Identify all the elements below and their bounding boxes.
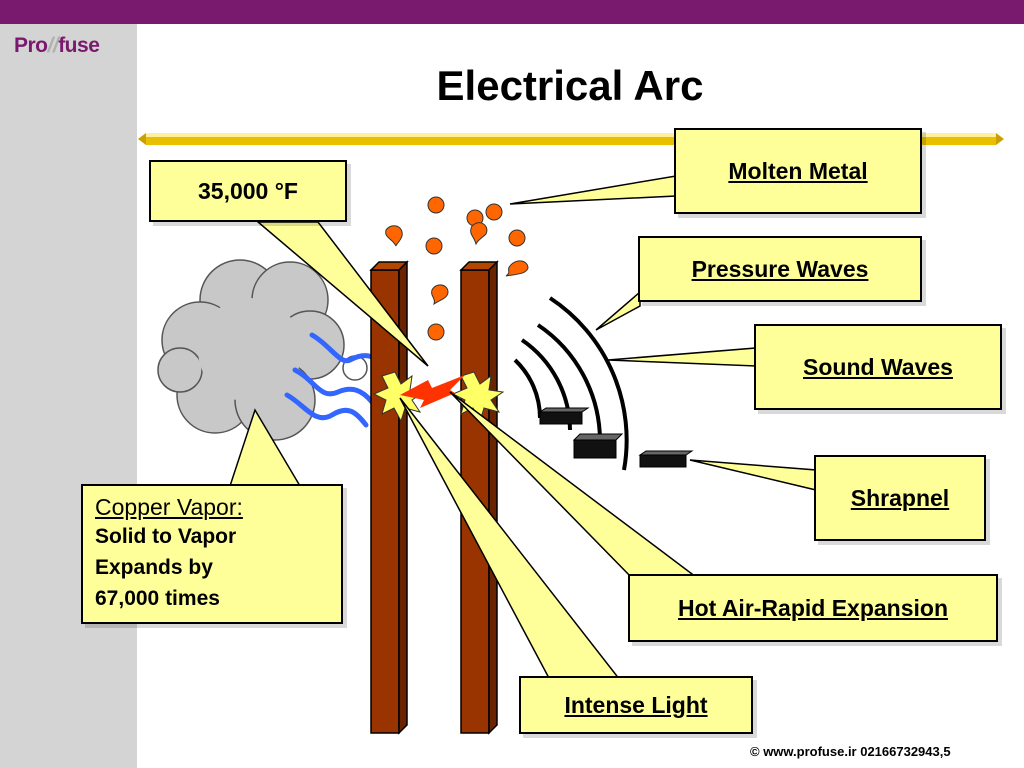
copper-vapor-cloud-icon <box>157 259 368 441</box>
shrapnel-pieces <box>538 407 694 468</box>
temperature-label: 35,000 °F <box>198 177 298 204</box>
logo-text-left: Pro <box>14 34 48 57</box>
sound-waves-label: Sound Waves <box>803 353 953 380</box>
profuse-logo: Pro//fuse <box>14 34 100 58</box>
pointer-molten-metal <box>509 175 677 205</box>
callout-shrapnel: Shrapnel <box>814 455 986 541</box>
copper-vapor-heading: Copper Vapor: <box>95 494 243 520</box>
callout-pointers <box>228 175 817 681</box>
hot-air-label: Hot Air-Rapid Expansion <box>677 594 949 621</box>
copper-vapor-line: Expands by <box>95 556 213 579</box>
pointer-sound-waves <box>607 347 757 367</box>
callout-copper-vapor: Copper Vapor: Solid to Vapor Expands by … <box>81 484 343 624</box>
callout-molten-metal: Molten Metal <box>674 128 922 214</box>
left-conductor <box>369 260 409 735</box>
callout-temperature: 35,000 °F <box>149 160 347 222</box>
molten-metal-label: Molten Metal <box>728 157 868 184</box>
spark-left-icon <box>372 371 426 423</box>
pointer-shrapnel <box>689 459 817 491</box>
shrapnel-label: Shrapnel <box>850 484 950 511</box>
copper-vapor-line: 67,000 times <box>95 587 220 610</box>
callout-intense-light: Intense Light <box>519 676 753 734</box>
left-strip <box>0 24 137 768</box>
intense-light-label: Intense Light <box>564 691 708 718</box>
callout-sound-waves: Sound Waves <box>754 324 1002 410</box>
slide-title: Electrical Arc <box>436 62 704 109</box>
logo-text-right: fuse <box>58 34 100 57</box>
footer-copyright: © www.profuse.ir 02166732943,5 <box>750 744 951 759</box>
arc-bolt-icon <box>400 375 465 408</box>
pressure-waves-label: Pressure Waves <box>691 255 869 282</box>
top-bar <box>0 0 1024 24</box>
logo-slash-icon: // <box>47 34 59 57</box>
molten-droplets <box>385 196 529 341</box>
callout-hot-air: Hot Air-Rapid Expansion <box>628 574 998 642</box>
pointer-pressure-waves <box>595 290 641 331</box>
callout-pressure-waves: Pressure Waves <box>638 236 922 302</box>
pointer-temperature <box>255 221 429 367</box>
copper-vapor-line: Solid to Vapor <box>95 525 237 548</box>
